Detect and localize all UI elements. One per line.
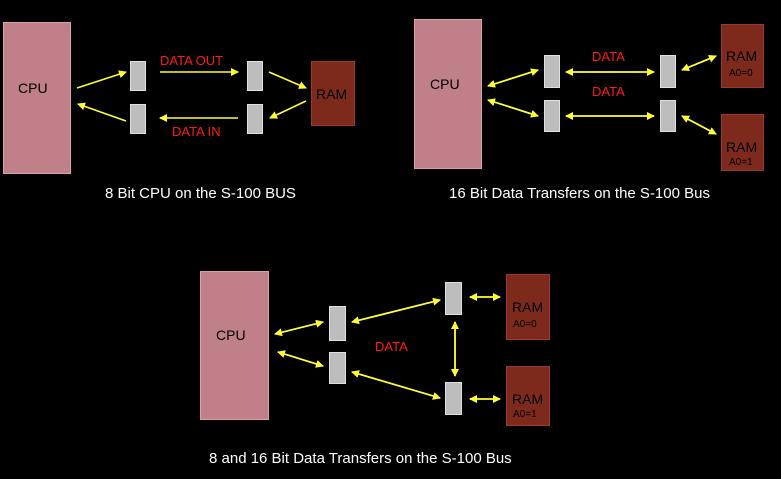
d2-arrow-cpu-bottom-b: [487, 98, 539, 117]
d3-buffer-ram-top: [445, 282, 462, 315]
d3-caption: 8 and 16 Bit Data Transfers on the S-100…: [209, 450, 512, 467]
d2-buffer-cpu-top: [544, 55, 560, 88]
d1-ram-block: [311, 61, 355, 126]
d3-ram-bottom-block: [506, 366, 550, 426]
d2-cpu-block: [414, 19, 482, 169]
d3-arrow-diag-top-b: [351, 299, 441, 325]
d2-buffer-cpu-bottom: [544, 100, 560, 132]
d1-buffer-ram-in: [247, 104, 263, 134]
d3-arrow-diag-bottom-b: [351, 370, 441, 399]
d1-data-out-label: DATA OUT: [160, 53, 224, 68]
d2-ram-bottom-label: RAM: [726, 139, 758, 155]
d3-ram-top-label: RAM: [512, 299, 544, 315]
d3-arrow-cpu-bottom-b: [277, 350, 324, 367]
d3-ram-top-block: [506, 274, 550, 340]
d1-arrow-ram-to-buffer: [269, 100, 307, 119]
d3-ram-bottom-label: RAM: [512, 391, 544, 407]
d1-cpu-label: CPU: [18, 80, 48, 96]
d2-caption: 16 Bit Data Transfers on the S-100 Bus: [449, 185, 710, 202]
d3-ram-top-sub: A0=0: [513, 319, 537, 330]
d3-buffer-ram-bottom: [445, 382, 462, 415]
d2-ram-top-block: [721, 24, 764, 88]
d3-arrow-cpu-top-b: [274, 321, 324, 337]
d2-arrow-ram-bottom-b: [681, 115, 717, 135]
d2-data-bottom-label: DATA: [592, 84, 625, 99]
d1-arrow-buffer-to-cpu: [77, 102, 127, 122]
d2-ram-top-sub: A0=0: [729, 68, 753, 79]
d3-ram-bottom-sub: A0=1: [513, 409, 537, 420]
d3-buffer-cpu-bottom: [329, 352, 346, 384]
d2-buffer-ram-bottom: [660, 100, 676, 132]
d1-arrow-cpu-to-buffer: [76, 70, 127, 89]
d3-cpu-label: CPU: [216, 327, 246, 343]
d2-arrow-ram-top-b: [681, 55, 717, 72]
d1-ram-label: RAM: [316, 86, 348, 102]
d3-cpu-block: [200, 271, 269, 420]
d1-buffer-ram-out: [247, 61, 263, 91]
d3-buffer-cpu-top: [329, 306, 346, 341]
d1-arrow-buffer-to-ram: [268, 71, 307, 89]
d2-ram-bottom-sub: A0=1: [729, 157, 753, 168]
d2-ram-top-label: RAM: [726, 48, 758, 64]
d1-caption: 8 Bit CPU on the S-100 BUS: [105, 185, 296, 202]
d2-ram-bottom-block: [721, 114, 764, 171]
d1-data-in-label: DATA IN: [172, 124, 221, 139]
d2-arrow-cpu-top-b: [487, 69, 539, 88]
d2-cpu-label: CPU: [430, 76, 460, 92]
d3-data-label: DATA: [375, 339, 408, 354]
d1-buffer-cpu-in: [130, 104, 146, 134]
d1-buffer-cpu-out: [130, 61, 146, 91]
d2-buffer-ram-top: [660, 55, 676, 88]
d1-cpu-block: [3, 22, 71, 174]
d2-data-top-label: DATA: [592, 49, 625, 64]
